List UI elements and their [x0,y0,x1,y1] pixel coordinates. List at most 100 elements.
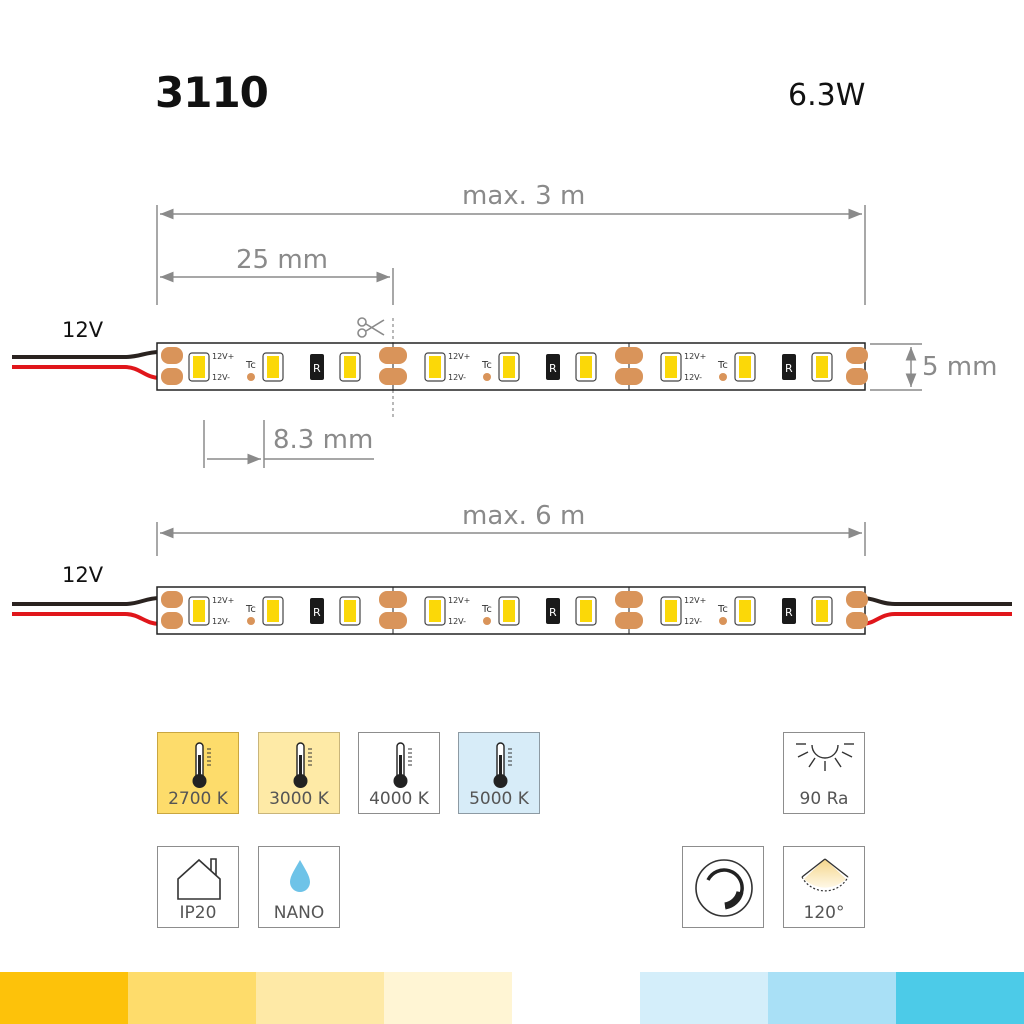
pad-label-plus: 12V+ [212,596,234,605]
resistor-label: R [785,606,793,619]
thermometer-icon [493,742,512,788]
strip1-total-length: max. 3 m [462,181,586,211]
pad-label-plus: 12V+ [212,352,234,361]
copper-pad [846,612,868,629]
led-emitter [267,600,279,622]
copper-pad [385,591,407,608]
led-emitter [429,356,441,378]
dimmable-tile [682,846,764,928]
color-temp-label: 2700 K [168,789,228,809]
copper-pad [621,347,643,364]
color-temp-tile: 4000 K [358,732,440,814]
resistor-label: R [549,362,557,375]
color-temp-label: 5000 K [469,789,529,809]
tc-pad [719,373,727,381]
cri-label: 90 Ra [799,789,849,809]
pad-label-plus: 12V+ [448,596,470,605]
strip-width: 5 mm [922,352,998,382]
cri-tile: 90 Ra [783,732,865,814]
led-emitter [429,600,441,622]
resistor [546,598,560,624]
copper-pad [846,347,868,364]
tc-label: Tc [245,360,256,371]
copper-pad [846,591,868,608]
tc-label: Tc [717,604,728,615]
power-rating: 6.3W [788,78,866,113]
led-emitter [580,600,592,622]
tc-label: Tc [481,360,492,371]
copper-pad [621,591,643,608]
resistor-label: R [785,362,793,375]
led-emitter [344,356,356,378]
led-emitter [816,356,828,378]
led-emitter [739,600,751,622]
tc-pad [483,617,491,625]
copper-pad [385,347,407,364]
pad-label-plus: 12V+ [684,352,706,361]
dimension-lines [156,205,922,556]
pad-label-minus: 12V- [212,373,230,382]
thermometer-icon [293,742,312,788]
dimmer-icon [695,859,753,917]
led-emitter [739,356,751,378]
coating-label: NANO [273,903,325,923]
color-temp-label: 4000 K [369,789,429,809]
color-band-swatch [256,972,384,1024]
pad-label-minus: 12V- [212,617,230,626]
ip-rating-tile: IP20 [157,846,239,928]
color-band-swatch [128,972,256,1024]
resistor-label: R [313,362,321,375]
resistor [546,354,560,380]
pad-label-plus: 12V+ [448,352,470,361]
resistor [310,354,324,380]
tc-pad [719,617,727,625]
led-emitter [344,600,356,622]
strip1-voltage: 12V [62,318,104,342]
resistor-label: R [313,606,321,619]
copper-pad [161,347,183,364]
copper-pad [161,612,183,629]
strip2-total-length: max. 6 m [462,501,586,531]
copper-pad [385,612,407,629]
beam-angle-label: 120° [803,903,845,923]
copper-pad [846,368,868,385]
copper-pad [385,368,407,385]
resistor-label: R [549,606,557,619]
product-title: 3110 [155,68,269,117]
house-icon [177,858,221,900]
thermometer-icon [393,742,412,788]
color-band-swatch [640,972,768,1024]
pad-label-plus: 12V+ [684,596,706,605]
led-emitter [816,600,828,622]
strip1-wires [12,350,161,380]
color-temp-tile: 2700 K [157,732,239,814]
color-band-swatch [0,972,128,1024]
segment-length: 25 mm [236,245,329,275]
water-drop-icon [290,860,310,892]
pad-label-minus: 12V- [448,373,466,382]
led-emitter [580,356,592,378]
copper-pad [161,368,183,385]
resistor [782,354,796,380]
led-emitter [503,600,515,622]
tc-label: Tc [717,360,728,371]
beam-angle-icon [801,858,849,892]
resistor [310,598,324,624]
color-temp-tile: 3000 K [258,732,340,814]
led-emitter [193,356,205,378]
tc-label: Tc [481,604,492,615]
tc-pad [483,373,491,381]
color-band-swatch [384,972,512,1024]
copper-pad [621,612,643,629]
led-emitter [267,356,279,378]
led-emitter [665,600,677,622]
pad-label-minus: 12V- [448,617,466,626]
scissors-icon [357,317,385,338]
tc-pad [247,617,255,625]
copper-pad [621,368,643,385]
color-band-swatch [896,972,1024,1024]
color-band-swatch [768,972,896,1024]
strip2-voltage: 12V [62,563,104,587]
